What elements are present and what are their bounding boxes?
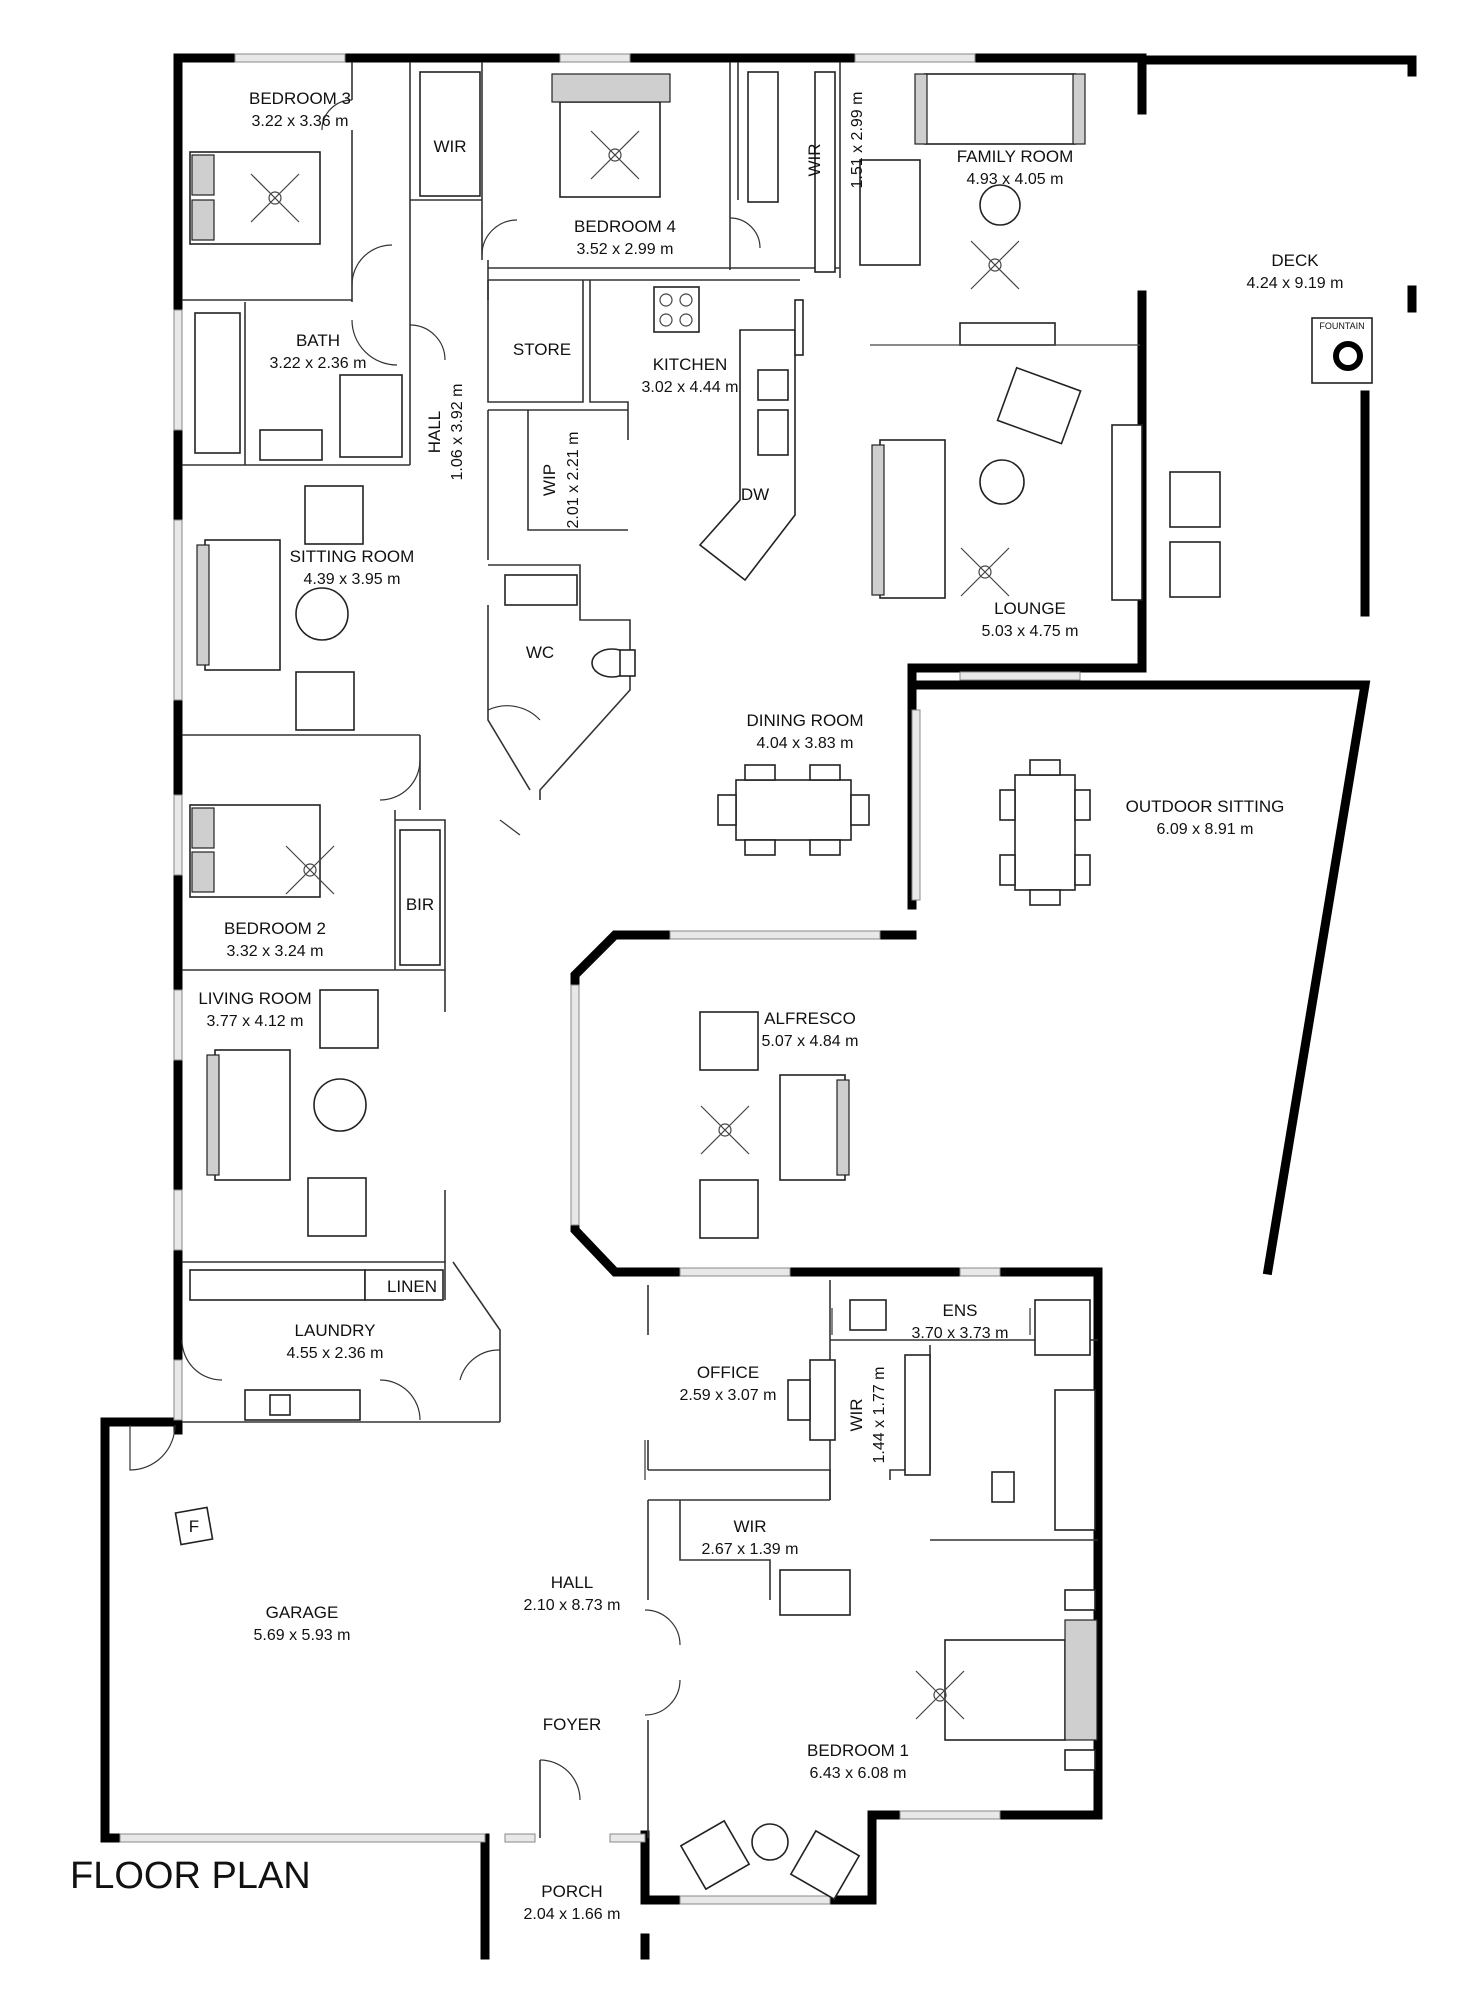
room-name: HALL [425,411,444,454]
room-dim: 2.10 x 8.73 m [524,1597,621,1614]
room-dim: 1.51 x 2.99 m [849,92,866,189]
room-dim: 2.59 x 3.07 m [680,1387,777,1404]
room-name: OFFICE [697,1363,759,1382]
plan-title: FLOOR PLAN [70,1855,311,1897]
room-dim: 6.43 x 6.08 m [810,1765,907,1782]
room-name: WIR [733,1517,766,1536]
room-name: DW [741,485,769,504]
room-dim: 3.77 x 4.12 m [207,1013,304,1030]
sofa-sitting-room [204,539,281,671]
room-dim: 4.24 x 9.19 m [1247,275,1344,292]
room-name: PORCH [541,1882,602,1901]
furniture [174,71,1373,1901]
ceiling-fans [250,130,1020,1720]
room-dim: 3.32 x 3.24 m [227,943,324,960]
room-dim: 5.03 x 4.75 m [982,623,1079,640]
office-desk [809,1359,836,1441]
room-name: LAUNDRY [295,1321,376,1340]
room-name: DECK [1271,251,1319,270]
room-name: HALL [551,1573,594,1592]
room-name: WIR [433,137,466,156]
cooktop [653,286,700,333]
room-name: WIP [540,464,559,496]
room-name: LOUNGE [994,599,1066,618]
room-name: DINING ROOM [746,711,863,730]
room-dim: 4.55 x 2.36 m [287,1345,384,1362]
room-dim: 2.67 x 1.39 m [702,1541,799,1558]
bathtub [194,312,241,454]
sofa-family-room [924,73,1076,145]
room-dim: 4.93 x 4.05 m [967,171,1064,188]
room-dim: 3.22 x 3.36 m [252,113,349,130]
room-dim: 1.06 x 3.92 m [449,384,466,481]
room-name: FOYER [543,1715,602,1734]
room-name: WIR [847,1398,866,1431]
dining-table [735,779,852,841]
room-dim: 3.02 x 4.44 m [642,379,739,396]
room-name: BEDROOM 2 [224,919,326,938]
room-dim: 3.70 x 3.73 m [912,1325,1009,1342]
room-name: SITTING ROOM [290,547,415,566]
fountain-base [1311,317,1373,384]
outdoor-table [1014,774,1076,891]
room-name: ENS [943,1301,978,1320]
coffee-table-lounge [979,459,1025,505]
doors [129,99,1031,1801]
room-dim: 5.07 x 4.84 m [762,1033,859,1050]
room-name: STORE [513,340,571,359]
windows [119,53,1081,1905]
coffee-table-sitting-room [295,587,349,641]
room-dim: 2.04 x 1.66 m [524,1906,621,1923]
fridge-label: F [189,1517,199,1536]
sofa-lounge [879,439,946,599]
bed-bedroom-1 [944,1639,1066,1741]
side-table-bedroom-1 [751,1823,789,1861]
room-dim: 3.52 x 2.99 m [577,241,674,258]
room-name: FAMILY ROOM [957,147,1074,166]
room-name: BIR [406,895,434,914]
room-name: BEDROOM 3 [249,89,351,108]
room-dim: 1.44 x 1.77 m [871,1367,888,1464]
room-dim: 3.22 x 2.36 m [270,355,367,372]
room-name: OUTDOOR SITTING [1126,797,1285,816]
room-labels: BEDROOM 3 3.22 x 3.36 m WIR BEDROOM 4 3.… [70,89,1365,1923]
coffee-table-living-room [313,1078,367,1132]
room-name: ALFRESCO [764,1009,856,1028]
room-name: BATH [296,331,340,350]
room-dim: 4.04 x 3.83 m [757,735,854,752]
coffee-table-family-room [979,184,1021,226]
room-name: LIVING ROOM [198,989,311,1008]
room-name: WC [526,643,554,662]
fridge [174,1506,214,1546]
room-name: GARAGE [266,1603,339,1622]
sofa-living-room [214,1049,291,1181]
room-name: BEDROOM 4 [574,217,676,236]
room-dim: 2.01 x 2.21 m [565,432,582,529]
room-dim: 5.69 x 5.93 m [254,1627,351,1644]
room-dim: 6.09 x 8.91 m [1157,821,1254,838]
room-name: BEDROOM 1 [807,1741,909,1760]
sofa-alfresco [779,1074,846,1181]
room-dim: 4.39 x 3.95 m [304,571,401,588]
room-name: WIR [805,143,824,176]
room-name: KITCHEN [653,355,728,374]
fountain-label: FOUNTAIN [1319,321,1364,331]
room-name: LINEN [387,1277,437,1296]
interior-walls [182,62,1098,1838]
